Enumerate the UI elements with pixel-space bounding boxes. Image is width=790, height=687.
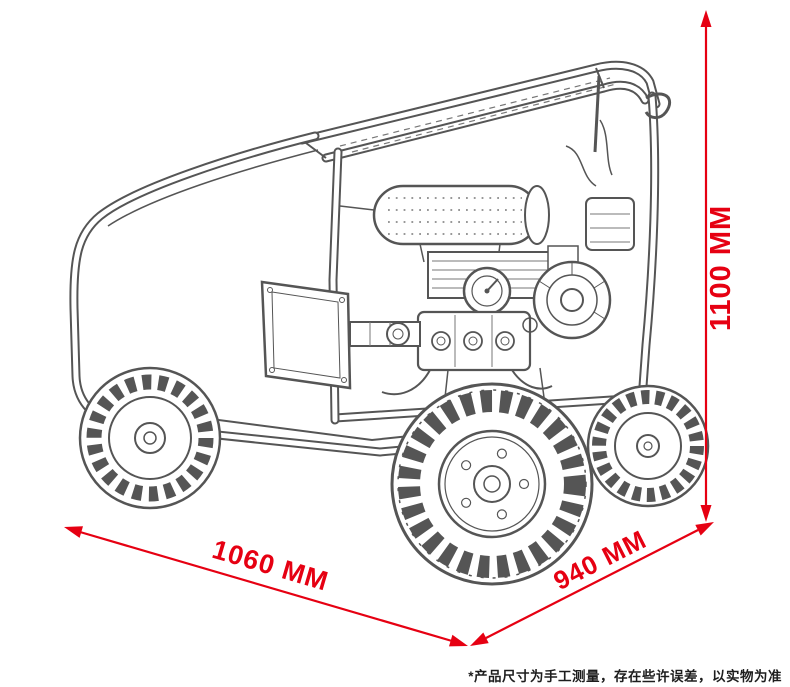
arrowhead-left-icon xyxy=(64,526,83,538)
dimension-height: 1100 MM xyxy=(700,10,737,522)
air-cleaner xyxy=(585,197,635,251)
footnote: *产品尺寸为手工测量，存在些许误差，以实物为准 xyxy=(468,669,782,684)
dimension-length: 1060 MM xyxy=(64,526,468,647)
wire xyxy=(599,119,613,176)
drive-shaft xyxy=(349,321,421,347)
arrowhead-right-icon xyxy=(695,522,714,536)
dimension-line xyxy=(485,529,699,639)
wheel-rear-right xyxy=(586,384,710,508)
belt-guard xyxy=(260,280,352,390)
hose-right xyxy=(511,369,553,390)
pressure-washer-sketch xyxy=(69,60,710,586)
canopy xyxy=(297,60,661,163)
wheel-front-left xyxy=(78,366,222,510)
dimension-label-height: 1100 MM xyxy=(705,205,737,331)
muffler xyxy=(339,184,550,263)
fuel-line xyxy=(565,145,597,187)
arrowhead-left-icon xyxy=(470,632,489,646)
dimension-line xyxy=(79,530,453,643)
engine-assembly xyxy=(260,119,635,417)
pressure-gauge xyxy=(462,266,512,316)
arrowhead-right-icon xyxy=(449,634,468,647)
crank-hook xyxy=(644,92,672,120)
pump xyxy=(416,310,538,372)
wheel-front-center xyxy=(390,382,594,586)
hose-left xyxy=(381,369,431,396)
fan-housing xyxy=(532,260,612,340)
arrowhead-up-icon xyxy=(700,10,712,27)
arrowhead-down-icon xyxy=(700,505,712,522)
